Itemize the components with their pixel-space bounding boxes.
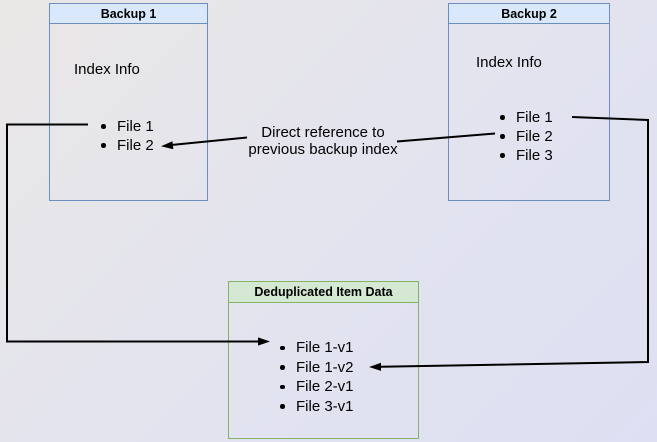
list-item: File 2-v1: [229, 377, 418, 397]
backup2-header: Backup 2: [449, 4, 609, 24]
list-item: File 1-v1: [229, 338, 418, 358]
backup2-index-info-label: Index Info: [476, 54, 542, 71]
list-item: File 2: [50, 136, 207, 155]
list-item: File 2: [449, 127, 609, 146]
direct-reference-annotation: Direct reference to previous backup inde…: [240, 124, 406, 158]
backup1-header: Backup 1: [50, 4, 207, 24]
dedup-header: Deduplicated Item Data: [229, 282, 418, 303]
list-item: File 3: [449, 146, 609, 165]
dedup-title: Deduplicated Item Data: [254, 285, 393, 299]
list-item: File 1: [449, 108, 609, 127]
backup1-title: Backup 1: [100, 6, 157, 21]
backup2-title: Backup 2: [501, 6, 557, 21]
annotation-line-2: previous backup index: [248, 141, 398, 158]
list-item: File 1-v2: [229, 358, 418, 378]
list-item: File 1: [50, 117, 207, 136]
annotation-line-1: Direct reference to: [261, 124, 385, 141]
list-item: File 3-v1: [229, 397, 418, 417]
backup1-index-info-label: Index Info: [74, 61, 140, 78]
